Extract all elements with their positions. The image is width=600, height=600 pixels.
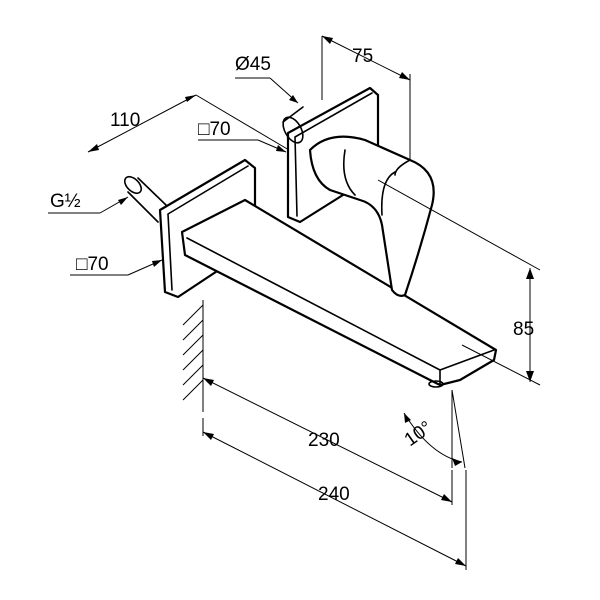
label-230: 230 <box>308 430 340 451</box>
label-diameter: Ø45 <box>235 54 271 75</box>
spout <box>180 198 498 388</box>
dim-75 <box>321 35 411 160</box>
wall-hatching <box>182 300 204 410</box>
dim-thread <box>48 196 129 214</box>
dim-230 <box>202 377 453 505</box>
dim-square-upper <box>198 139 287 153</box>
dim-angle <box>403 389 466 469</box>
label-75: 75 <box>352 46 373 67</box>
label-thread: G½ <box>50 191 81 212</box>
inlet-pipe <box>123 175 167 223</box>
dim-85 <box>377 179 541 386</box>
dim-diameter <box>235 77 299 104</box>
label-square-lower: □70 <box>76 254 109 275</box>
label-square-upper: □70 <box>198 119 231 140</box>
label-240: 240 <box>318 484 350 505</box>
dim-240 <box>202 418 467 570</box>
dim-square-lower <box>70 259 163 276</box>
label-85: 85 <box>513 319 534 340</box>
lever-handle <box>308 135 435 297</box>
dim-110 <box>87 94 290 153</box>
label-110: 110 <box>110 110 140 131</box>
